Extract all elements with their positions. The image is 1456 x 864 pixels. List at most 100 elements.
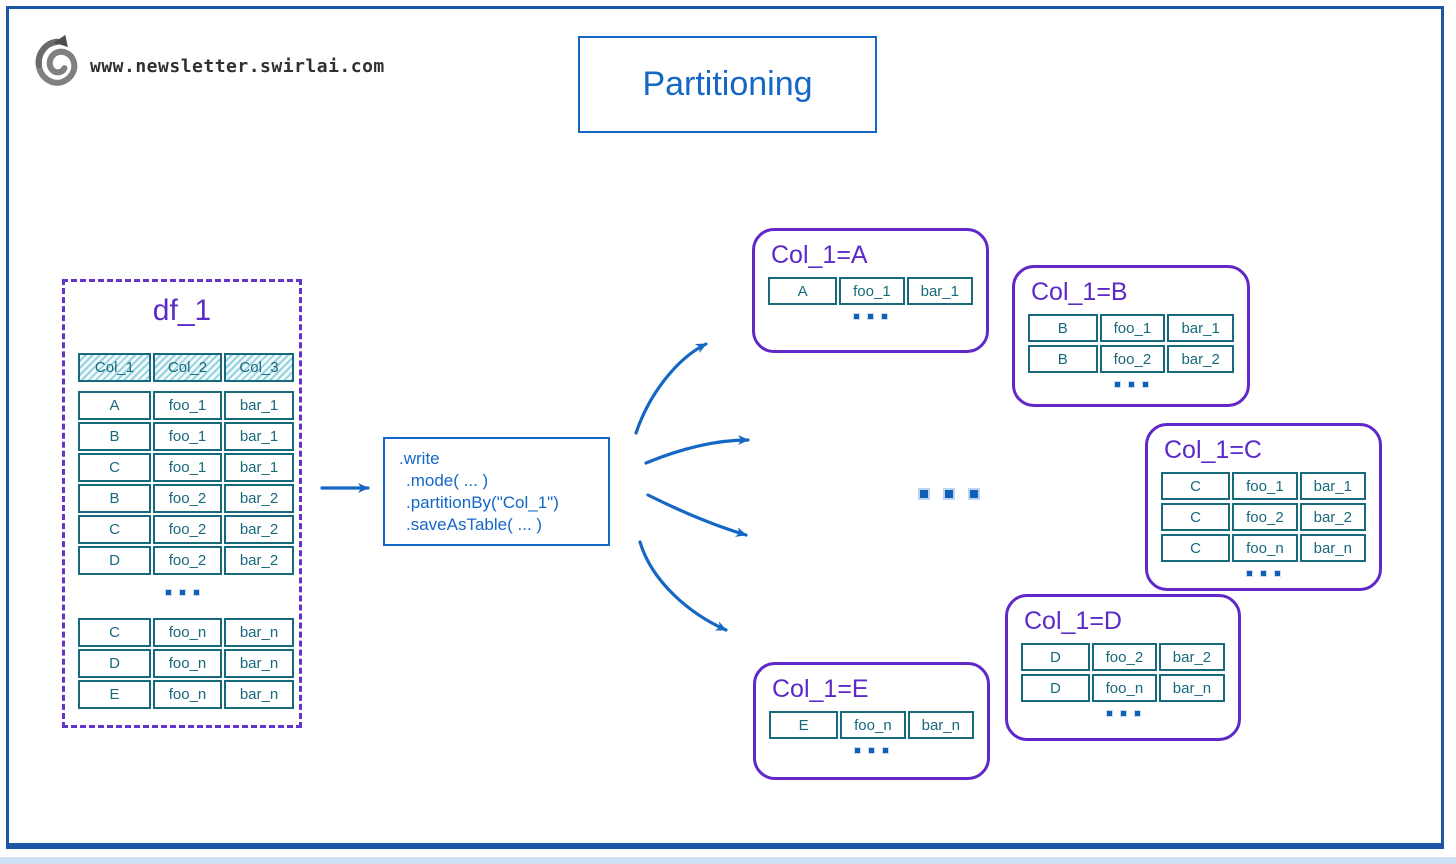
- table-cell: bar_n: [907, 711, 974, 739]
- table-cell: bar_2: [224, 515, 294, 544]
- table-cell: D: [1021, 674, 1090, 702]
- column-header: Col_2: [153, 353, 222, 382]
- partition-title: Col_1=E: [772, 675, 869, 703]
- code-line: .write: [399, 449, 440, 468]
- table-cell: bar_1: [906, 277, 973, 305]
- table-cell: foo_1: [153, 422, 222, 451]
- table-cell: foo_1: [1232, 472, 1298, 500]
- table-cell: bar_1: [224, 391, 294, 420]
- table-cell: foo_n: [840, 711, 906, 739]
- table-cell: B: [78, 484, 151, 513]
- table-cell: bar_n: [224, 649, 294, 678]
- code-line: .saveAsTable( ... ): [406, 515, 543, 534]
- table-cell: bar_1: [1167, 314, 1234, 342]
- column-header: Col_3: [224, 353, 294, 382]
- table-cell: bar_2: [1167, 345, 1234, 373]
- table-cell: E: [78, 680, 151, 709]
- table-cell: bar_2: [224, 546, 294, 575]
- ellipsis-icon: [768, 313, 973, 320]
- ellipsis-icon: [1021, 710, 1225, 717]
- swirl-logo-icon: [35, 34, 78, 86]
- table-cell: B: [1028, 345, 1098, 373]
- code-line: .partitionBy("Col_1"): [406, 493, 559, 512]
- table-cell: bar_2: [1299, 503, 1366, 531]
- footer-strip: [0, 857, 1456, 864]
- table-cell: C: [78, 453, 151, 482]
- table-cell: bar_1: [1299, 472, 1366, 500]
- table-cell: foo_2: [153, 546, 222, 575]
- table-cell: B: [78, 422, 151, 451]
- table-cell: bar_n: [1299, 534, 1366, 562]
- table-cell: bar_1: [224, 453, 294, 482]
- table-cell: bar_n: [224, 618, 294, 647]
- table-cell: D: [1021, 643, 1090, 671]
- table-cell: C: [1161, 534, 1231, 562]
- ellipsis-icon: [65, 589, 299, 596]
- table-cell: foo_n: [153, 649, 222, 678]
- dataframe-header-row: Col_1 Col_2 Col_3: [78, 353, 294, 382]
- partition-title: Col_1=D: [1024, 607, 1122, 635]
- code-line: .mode( ... ): [406, 471, 489, 490]
- table-cell: E: [769, 711, 839, 739]
- table-cell: foo_2: [1232, 503, 1298, 531]
- table-cell: foo_1: [1099, 314, 1166, 342]
- table-cell: A: [768, 277, 838, 305]
- ellipsis-icon: [1028, 381, 1234, 388]
- write-code-box: .write .mode( ... ) .partitionBy("Col_1"…: [383, 437, 610, 546]
- table-cell: foo_2: [1091, 643, 1157, 671]
- partition-title: Col_1=C: [1164, 436, 1262, 464]
- ellipsis-icon: [1161, 570, 1366, 577]
- more-partitions-ellipsis-icon: [918, 488, 980, 500]
- table-cell: foo_n: [153, 680, 222, 709]
- table-cell: A: [78, 391, 151, 420]
- table-cell: D: [78, 649, 151, 678]
- table-cell: C: [1161, 503, 1231, 531]
- table-cell: foo_1: [153, 391, 222, 420]
- table-cell: foo_2: [153, 515, 222, 544]
- outer-frame: [6, 6, 1444, 849]
- title-box: Partitioning: [578, 36, 877, 133]
- table-cell: B: [1028, 314, 1098, 342]
- table-cell: foo_n: [153, 618, 222, 647]
- table-cell: C: [1161, 472, 1231, 500]
- ellipsis-icon: [769, 747, 974, 754]
- table-cell: C: [78, 618, 151, 647]
- table-cell: foo_2: [153, 484, 222, 513]
- table-cell: D: [78, 546, 151, 575]
- table-cell: bar_2: [1158, 643, 1225, 671]
- partition-title: Col_1=B: [1031, 278, 1128, 306]
- table-cell: foo_2: [1099, 345, 1166, 373]
- table-cell: bar_1: [224, 422, 294, 451]
- table-cell: foo_n: [1232, 534, 1298, 562]
- table-cell: C: [78, 515, 151, 544]
